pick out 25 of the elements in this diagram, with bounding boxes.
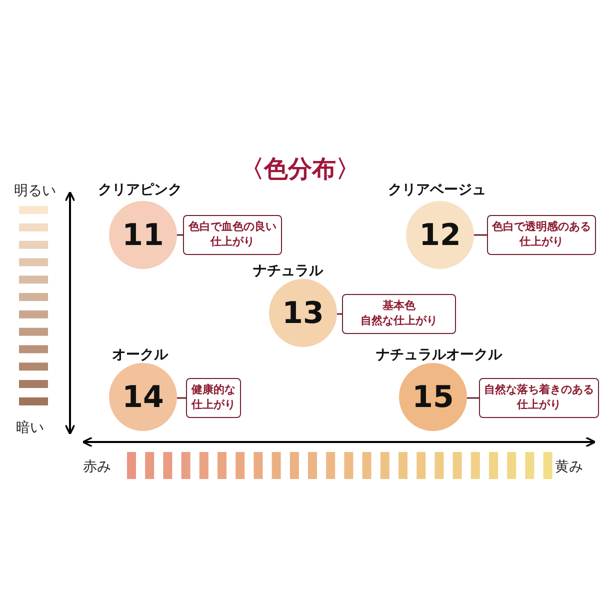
connector-line xyxy=(177,397,186,399)
description-box: 自然な落ち着きのある仕上がり xyxy=(479,378,599,418)
number-circle: 14 xyxy=(109,363,177,431)
description-box: 健康的な仕上がり xyxy=(186,378,241,418)
name-label: ナチュラル xyxy=(253,262,323,280)
title: 〈色分布〉 xyxy=(239,154,361,185)
name-label: クリアピンク xyxy=(98,181,182,199)
axis-label: 暗い xyxy=(16,419,44,437)
name-label: オークル xyxy=(112,346,168,364)
name-label: ナチュラルオークル xyxy=(376,346,502,364)
connector-line xyxy=(337,313,342,315)
axis-label: 明るい xyxy=(14,182,56,200)
description-box: 色白で血色の良い仕上がり xyxy=(183,215,282,255)
description-box: 基本色 自然な仕上がり xyxy=(342,294,456,334)
number-circle: 13 xyxy=(269,279,337,347)
connector-line xyxy=(177,234,183,236)
connector-line xyxy=(467,397,479,399)
number-circle: 12 xyxy=(406,201,474,269)
name-label: クリアベージュ xyxy=(388,181,486,199)
connector-line xyxy=(474,234,487,236)
axis-label: 赤み xyxy=(83,458,111,476)
number-circle: 11 xyxy=(109,201,177,269)
axis-label: 黄み xyxy=(555,458,583,476)
number-circle: 15 xyxy=(399,363,467,431)
description-box: 色白で透明感のある仕上がり xyxy=(487,215,596,255)
